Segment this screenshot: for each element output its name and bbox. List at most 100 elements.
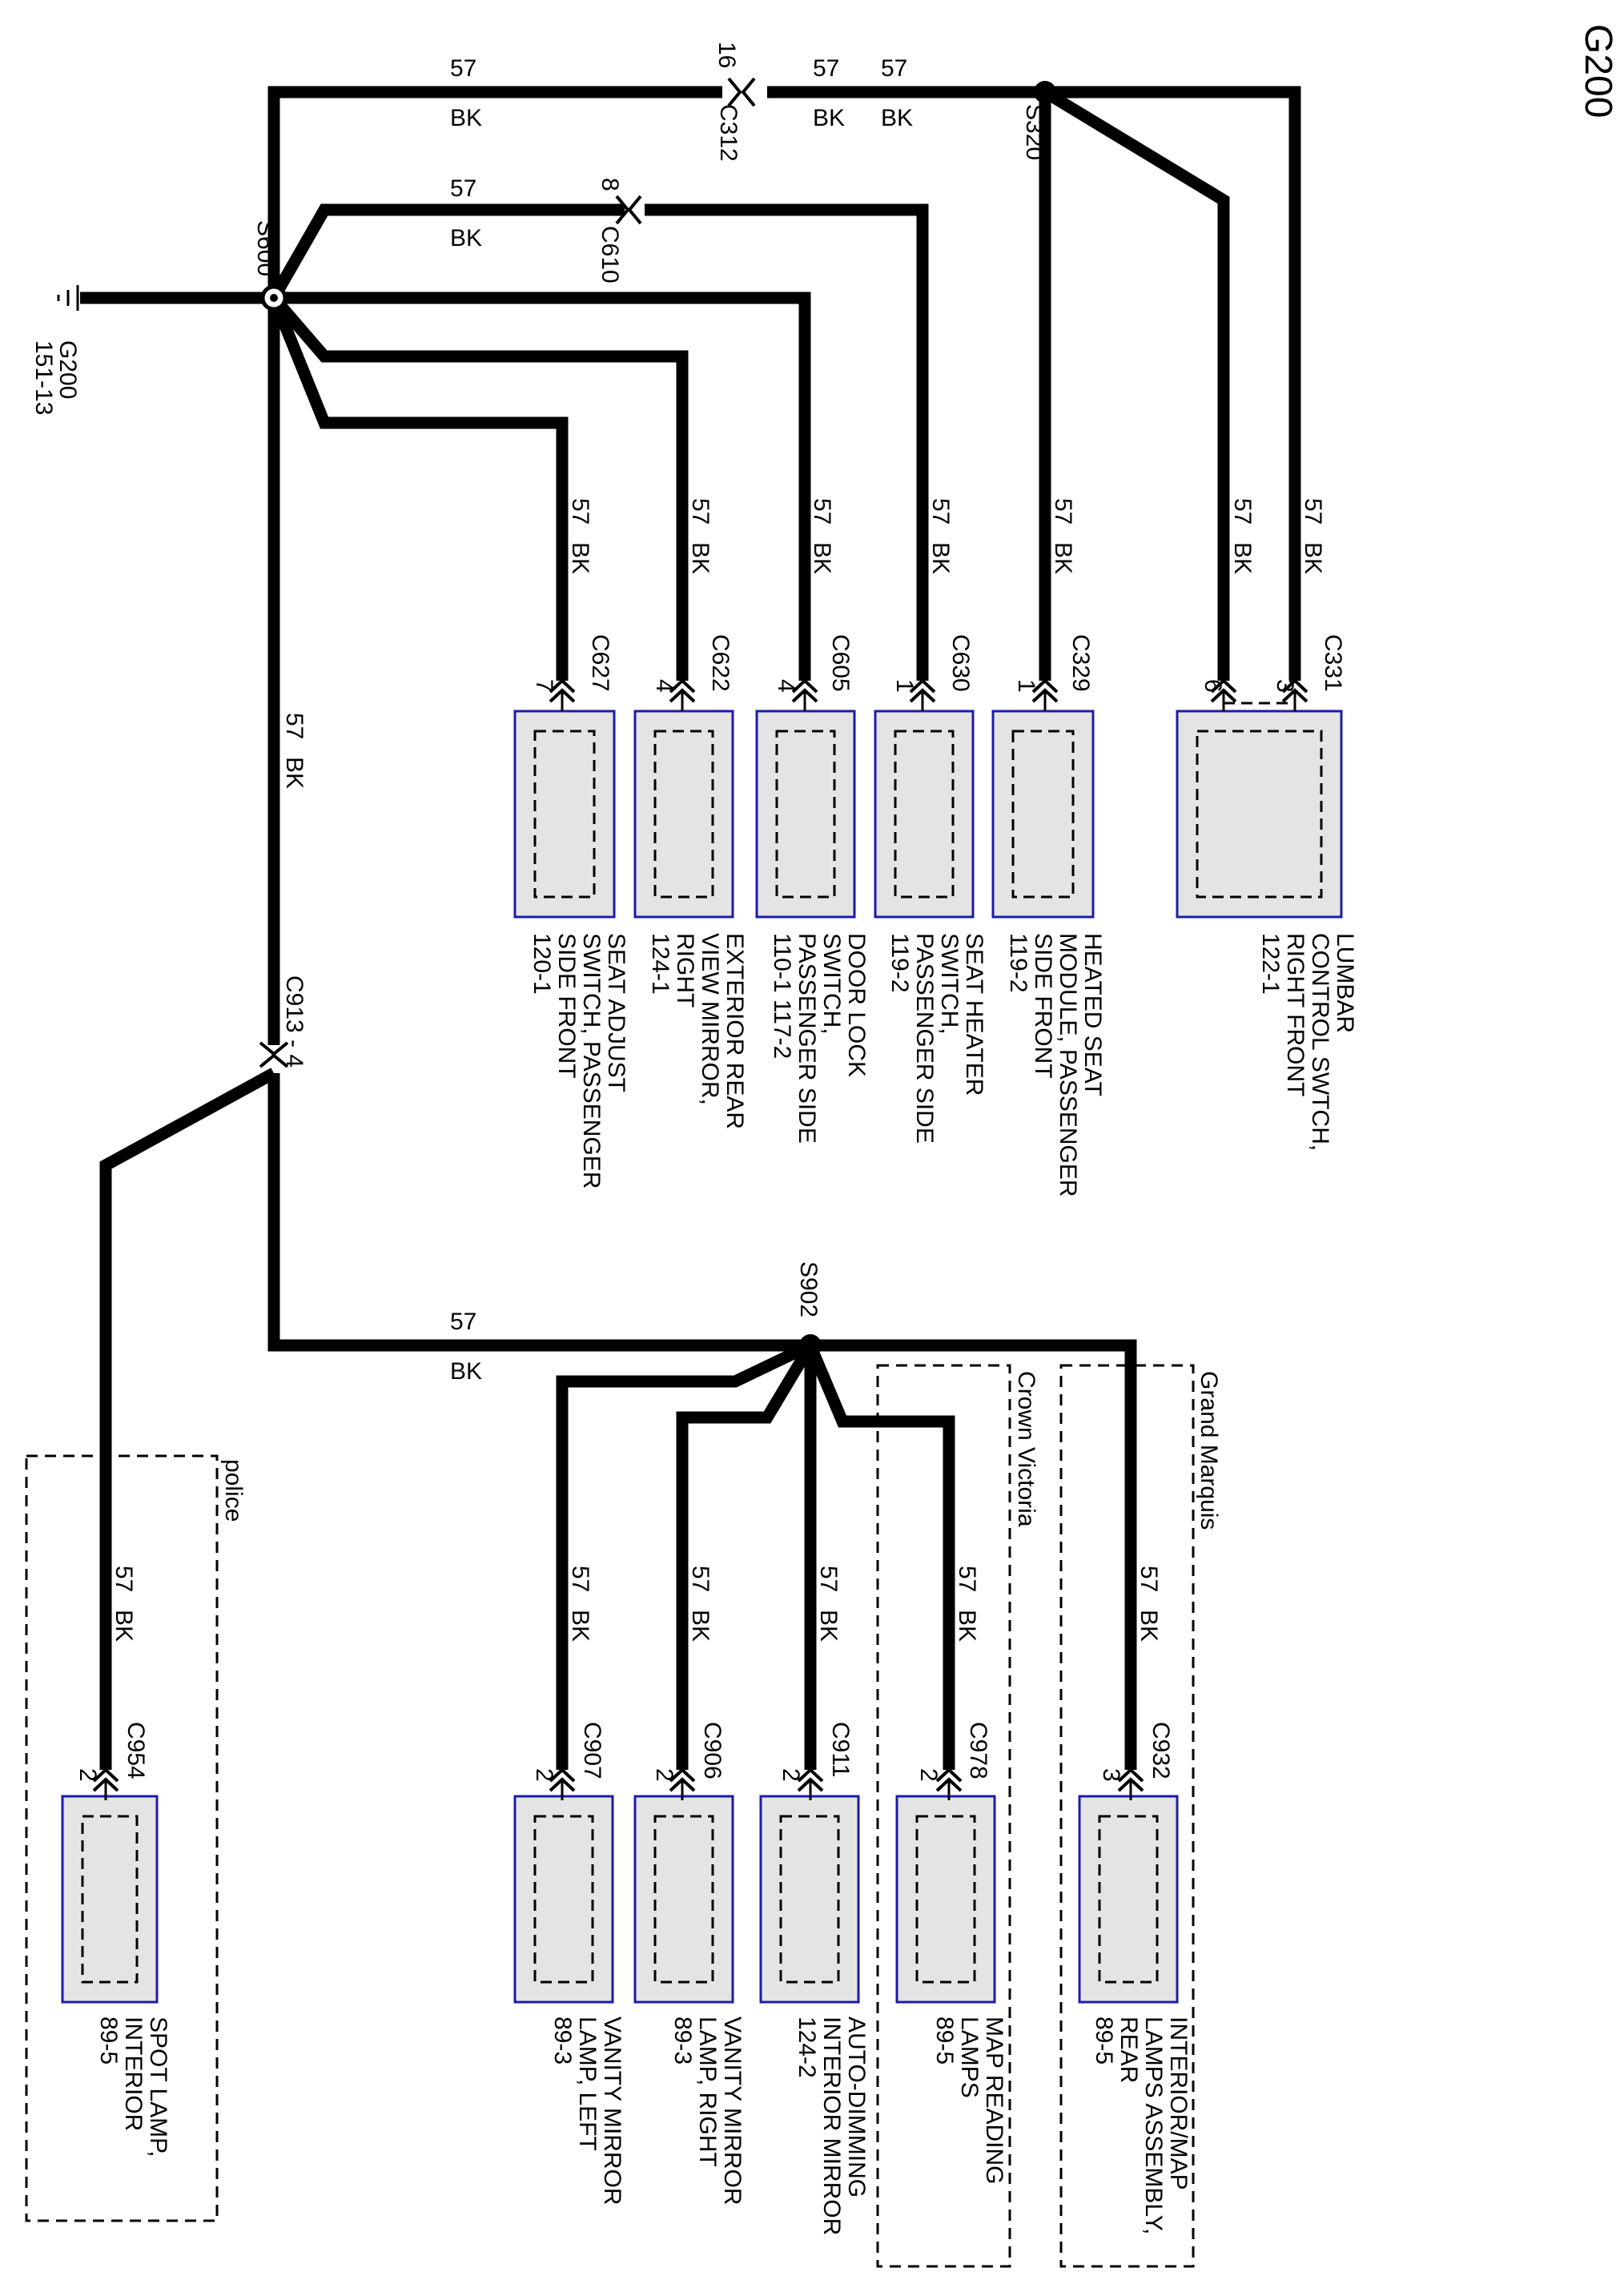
component-c622 bbox=[633, 678, 734, 919]
wire-label-upper-2-circuit: 57 bbox=[1050, 498, 1076, 525]
connector-c913-label: C913 - 4 bbox=[281, 975, 308, 1068]
wire-s600-c622 bbox=[269, 294, 689, 681]
wire-s902-c907 bbox=[556, 1340, 814, 1770]
text-labels: G200G200151-13S600S320S902C31216C6108C91… bbox=[30, 24, 1619, 2235]
wire-label-upper-4-color: BK bbox=[809, 542, 835, 574]
wire-c610-c630 bbox=[645, 203, 929, 681]
ground-symbol-icon bbox=[57, 285, 79, 311]
ground-page-ref: 151-13 bbox=[30, 340, 57, 415]
wire-label-upper-3-color: BK bbox=[927, 542, 954, 574]
wire-label-upper-6-circuit: 57 bbox=[567, 498, 593, 525]
pin-number-c911: 2 bbox=[778, 1768, 804, 1782]
pin-connector-c932 bbox=[1117, 1767, 1144, 1800]
component-desc-c605: DOOR LOCKSWITCH,PASSENGER SIDE110-1 117-… bbox=[769, 933, 870, 1144]
pin-number-c954: 2 bbox=[74, 1768, 101, 1782]
component-desc-c954: SPOT LAMP,INTERIOR89-5 bbox=[95, 2017, 171, 2157]
component-c331 bbox=[1176, 678, 1343, 919]
splice-s902 bbox=[799, 1334, 822, 1357]
pin-number-c906: 2 bbox=[651, 1768, 677, 1782]
component-c911 bbox=[759, 1767, 860, 2004]
wire-s320-c331-pin3 bbox=[1045, 86, 1301, 681]
splice-s320 bbox=[1034, 81, 1056, 103]
pin-connector-c954 bbox=[92, 1767, 119, 1800]
pin-number-c622-0: 4 bbox=[651, 679, 677, 693]
wire-label-lower-3-color: BK bbox=[687, 1610, 714, 1642]
component-desc-c622: EXTERIOR REARVIEW MIRROR,RIGHT124-1 bbox=[647, 933, 748, 1129]
wire-label-lower-4-circuit: 57 bbox=[567, 1566, 593, 1592]
wire-label-upper-0-color: BK bbox=[1300, 542, 1326, 574]
region-label-crown-victoria: Crown Victoria bbox=[1013, 1371, 1039, 1527]
component-c978 bbox=[895, 1767, 996, 2004]
splice-s902-label: S902 bbox=[795, 1261, 822, 1317]
connector-label-c978: C978 bbox=[965, 1722, 991, 1779]
wire-label-lower-3-circuit: 57 bbox=[687, 1566, 714, 1592]
wire-label-lower-2-color: BK bbox=[815, 1610, 842, 1642]
component-c627 bbox=[513, 678, 616, 919]
connector-c312-pin: 16 bbox=[714, 42, 740, 68]
pin-connector-c329-0 bbox=[1031, 678, 1059, 711]
connector-c312-symbol bbox=[727, 77, 756, 107]
wire-label-upper-5-color: BK bbox=[687, 542, 714, 574]
component-c329 bbox=[991, 678, 1095, 919]
wire-label-s600-vertical-circuit: 57 bbox=[281, 713, 308, 739]
wire-label-c312-s320-a-color: BK bbox=[813, 105, 845, 131]
pin-number-c329-0: 1 bbox=[1013, 679, 1039, 693]
component-c605 bbox=[755, 678, 856, 919]
wire-label-upper-5-circuit: 57 bbox=[687, 498, 714, 525]
connector-label-c630: C630 bbox=[947, 634, 974, 692]
connector-label-c906: C906 bbox=[699, 1722, 726, 1779]
connector-c610-label: C610 bbox=[597, 226, 623, 283]
lower-components bbox=[61, 1767, 1179, 2004]
ground-id-label: G200 bbox=[54, 340, 81, 399]
splice-s320-label: S320 bbox=[1021, 104, 1047, 160]
component-desc-c906: VANITY MIRRORLAMP, RIGHT89-3 bbox=[669, 2017, 746, 2206]
component-desc-c978: MAP READINGLAMPS89-5 bbox=[931, 2017, 1007, 2185]
wire-label-upper-1-color: BK bbox=[1229, 542, 1256, 574]
pin-number-c978: 2 bbox=[915, 1768, 942, 1782]
component-desc-c630: SEAT HEATERSWITCH,PASSENGER SIDE119-2 bbox=[886, 933, 987, 1144]
wire-label-upper-6-color: BK bbox=[567, 542, 593, 574]
wire-label-s600-c610-circuit: 57 bbox=[450, 175, 476, 202]
wire-label-upper-0-circuit: 57 bbox=[1300, 498, 1326, 525]
wire-label-lower-0-circuit: 57 bbox=[1136, 1566, 1162, 1592]
pin-number-c331-0: 6 bbox=[1200, 679, 1226, 693]
component-c932 bbox=[1078, 1767, 1179, 2004]
connector-label-c622: C622 bbox=[707, 634, 734, 692]
connector-c312-label: C312 bbox=[715, 104, 742, 162]
wire-label-s600-vertical-color: BK bbox=[281, 757, 308, 789]
wire-s600-c627 bbox=[268, 296, 569, 681]
wire-label-c312-s320-b-circuit: 57 bbox=[881, 55, 907, 82]
region-label-police: police bbox=[220, 1459, 247, 1522]
pin-number-c907: 2 bbox=[531, 1768, 557, 1782]
pin-connector-c630-0 bbox=[909, 678, 936, 711]
connector-label-c911: C911 bbox=[827, 1722, 854, 1778]
connector-label-c954: C954 bbox=[123, 1722, 149, 1779]
wire-label-lower-4-color: BK bbox=[567, 1610, 593, 1642]
wire-s902-c978 bbox=[805, 1343, 955, 1770]
component-desc-c911: AUTO-DIMMINGINTERIOR MIRROR124-2 bbox=[794, 2017, 870, 2235]
connector-c610-symbol bbox=[615, 195, 642, 225]
wire-label-lower-2-circuit: 57 bbox=[815, 1566, 842, 1592]
pin-connector-c907 bbox=[549, 1767, 576, 1800]
pin-number-c331-1: 3 bbox=[1272, 679, 1298, 693]
pin-connector-c911 bbox=[797, 1767, 824, 1800]
pin-connector-c331-1 bbox=[1281, 678, 1308, 711]
component-c907 bbox=[513, 1767, 614, 2004]
connector-label-c331: C331 bbox=[1320, 634, 1346, 692]
pin-number-c630-0: 1 bbox=[891, 679, 918, 693]
component-c954 bbox=[61, 1767, 159, 2004]
wire-label-lower-0-color: BK bbox=[1136, 1610, 1162, 1642]
wire-c913-c954 bbox=[99, 1068, 277, 1770]
region-police bbox=[25, 1454, 219, 2222]
pin-connector-c605-0 bbox=[791, 678, 818, 711]
wire-label-upper-4-circuit: 57 bbox=[809, 498, 835, 525]
wire-s320-c331-pin6 bbox=[1042, 86, 1230, 681]
wire-label-upper-3-circuit: 57 bbox=[927, 498, 954, 525]
region-crown-victoria bbox=[876, 1364, 1011, 2268]
wire-s600-c605 bbox=[274, 292, 811, 681]
connector-label-c932: C932 bbox=[1148, 1722, 1174, 1779]
wire-label-lower-1-color: BK bbox=[954, 1610, 980, 1642]
region-label-grand-marquis: Grand Marquis bbox=[1196, 1371, 1222, 1530]
